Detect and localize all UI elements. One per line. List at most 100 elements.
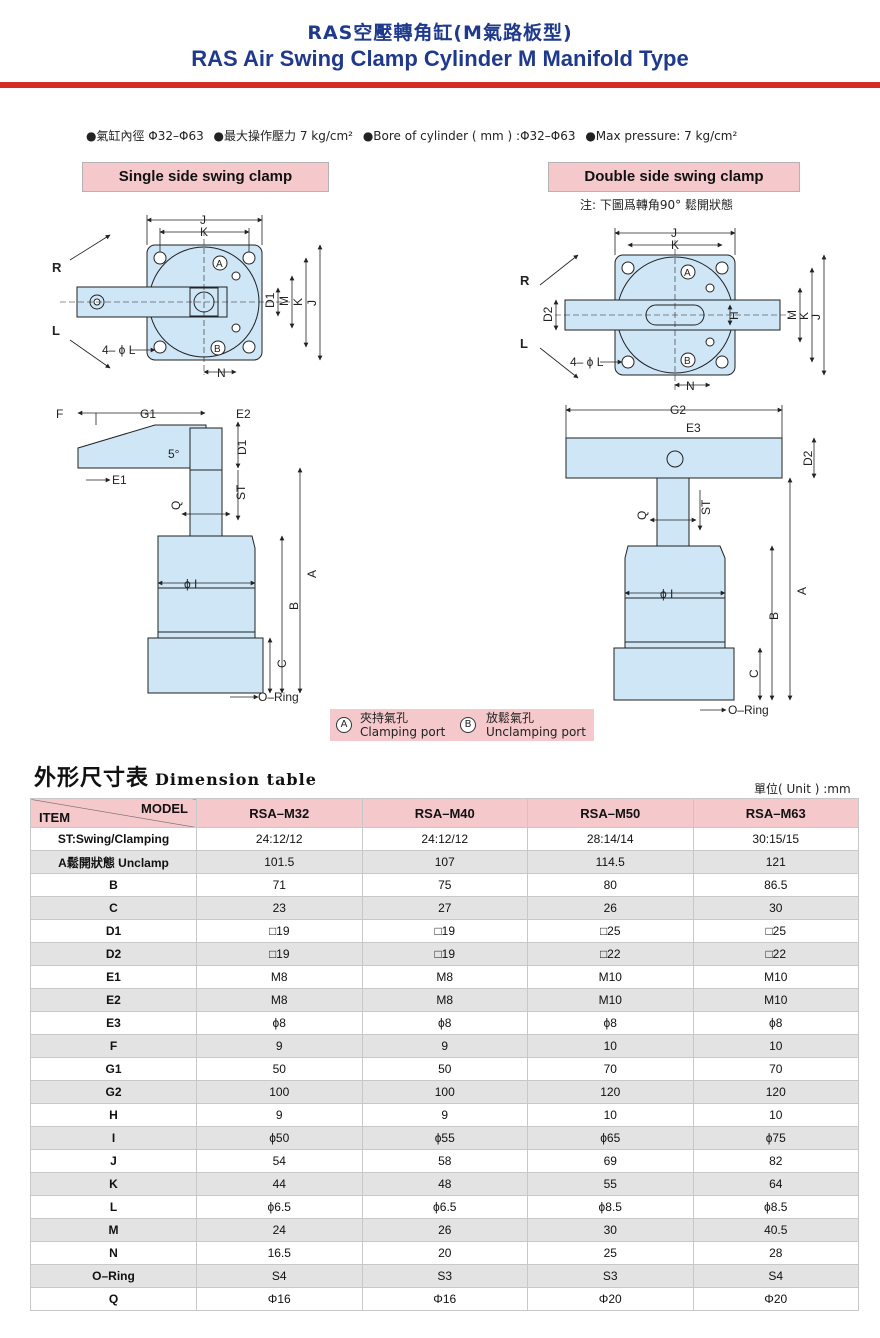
legend-b-en: Unclamping port	[486, 725, 586, 739]
table-cell: ϕ8.5	[692, 1195, 859, 1219]
table-cell: ϕ8	[527, 1011, 694, 1035]
table-cell: 86.5	[692, 873, 859, 897]
table-cell: □22	[692, 942, 859, 966]
table-cell: 25	[527, 1241, 694, 1265]
table-cell: 101.5	[196, 850, 363, 874]
double-side-label: Double side swing clamp	[548, 162, 800, 192]
dim-m-label: M	[277, 296, 291, 306]
table-cell: 9	[196, 1034, 363, 1058]
table-title-en: Dimension table	[155, 770, 317, 789]
table-cell: □19	[196, 919, 363, 943]
table-cell: ϕ6.5	[361, 1195, 528, 1219]
table-cell: 50	[361, 1057, 528, 1081]
dim-f-label: F	[56, 407, 63, 421]
table-cell: ϕ55	[361, 1126, 528, 1150]
spec-pressure-cn: ●最大操作壓力 7 kg/cm²	[213, 129, 353, 143]
table-cell: 71	[196, 873, 363, 897]
table-cell: 40.5	[692, 1218, 859, 1242]
table-cell: □25	[527, 919, 694, 943]
table-cell: ϕ6.5	[196, 1195, 363, 1219]
table-cell: □19	[196, 942, 363, 966]
row-item-label: E3	[30, 1011, 197, 1035]
table-cell: Φ20	[692, 1287, 859, 1311]
oring-label: O–Ring	[258, 690, 299, 704]
row-item-label: D1	[30, 919, 197, 943]
row-item-label: H	[30, 1103, 197, 1127]
dim-n-label: N	[217, 366, 226, 380]
table-cell: ϕ8	[361, 1011, 528, 1035]
table-cell: M10	[527, 988, 694, 1012]
dim-e3-label: E3	[686, 421, 701, 435]
dim-q2-label: Q	[635, 511, 649, 520]
dim-c2-label: C	[747, 669, 761, 678]
unit-label: 單位( Unit ) :mm	[754, 782, 851, 796]
table-cell: 48	[361, 1172, 528, 1196]
table-cell: Φ16	[196, 1287, 363, 1311]
dim-phi-i-label: ϕ I	[184, 577, 197, 591]
row-item-label: D2	[30, 942, 197, 966]
rotate-l2-label: L	[520, 336, 528, 351]
table-cell: 120	[527, 1080, 694, 1104]
row-item-label: E1	[30, 965, 197, 989]
dim-m2-label: M	[785, 310, 799, 320]
table-cell: 114.5	[527, 850, 694, 874]
header-corner: MODEL ITEM	[30, 798, 197, 828]
dim-j4-label: J	[809, 314, 823, 320]
row-item-label: I	[30, 1126, 197, 1150]
table-cell: 23	[196, 896, 363, 920]
table-cell: M8	[196, 965, 363, 989]
table-cell: S4	[692, 1264, 859, 1288]
dim-k2-label: K	[291, 298, 305, 306]
table-cell: 9	[361, 1103, 528, 1127]
dim-j3-label: J	[671, 226, 677, 240]
table-cell: M10	[692, 965, 859, 989]
row-item-label: ST:Swing/Clamping	[30, 827, 197, 851]
holes-label: 4– ϕ L	[102, 343, 136, 357]
table-cell: 100	[361, 1080, 528, 1104]
table-cell: M8	[196, 988, 363, 1012]
row-item-label: L	[30, 1195, 197, 1219]
table-row: D1□19□19□25□25	[30, 919, 859, 943]
table-header-row: MODEL ITEM RSA–M32 RSA–M40 RSA–M50 RSA–M…	[30, 798, 859, 828]
table-cell: 27	[361, 896, 528, 920]
dim-a2-label: A	[795, 587, 809, 595]
dim-d2-label: D2	[541, 306, 555, 322]
table-cell: ϕ8	[196, 1011, 363, 1035]
oring2-label: O–Ring	[728, 703, 769, 717]
dim-h-label: H	[727, 311, 741, 320]
legend-b-icon: B	[460, 717, 476, 733]
item-header: ITEM	[39, 810, 71, 825]
rotate-r-label: R	[52, 260, 62, 275]
table-cell: □19	[361, 942, 528, 966]
row-item-label: E2	[30, 988, 197, 1012]
table-cell: S4	[196, 1264, 363, 1288]
dim-a-label: A	[305, 570, 319, 578]
table-cell: □22	[527, 942, 694, 966]
table-cell: M10	[692, 988, 859, 1012]
dim-phi-i2-label: ϕ I	[660, 587, 673, 601]
table-cell: 24:12/12	[361, 827, 528, 851]
table-cell: ϕ8.5	[527, 1195, 694, 1219]
single-side-view	[77, 424, 264, 694]
table-cell: 64	[692, 1172, 859, 1196]
model-col-header: RSA–M40	[361, 798, 528, 828]
model-col-header: RSA–M32	[196, 798, 363, 828]
row-item-label: Q	[30, 1287, 197, 1311]
table-cell: 9	[361, 1034, 528, 1058]
port-a2-marker: A	[684, 268, 691, 279]
rotation-note: 注: 下圖爲轉角90° 鬆開狀態	[580, 198, 733, 212]
table-cell: 10	[692, 1103, 859, 1127]
table-cell: 107	[361, 850, 528, 874]
table-cell: 26	[527, 896, 694, 920]
dim-k3-label: K	[671, 238, 679, 252]
port-legend: A 夾持氣孔 Clamping port B 放鬆氣孔 Unclamping p…	[330, 709, 594, 741]
